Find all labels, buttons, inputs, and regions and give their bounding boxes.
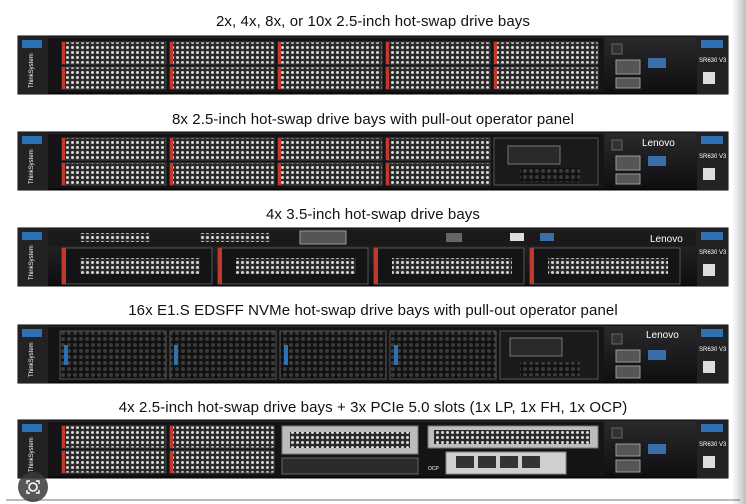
server-row2: ThinkSystem Lenovo — [17, 131, 729, 191]
lenovo-logo-row3: Lenovo — [650, 234, 683, 245]
brand-ear-row2: ThinkSystem — [29, 149, 35, 184]
brand-ear-row3: ThinkSystem — [29, 245, 35, 280]
server-row1: ThinkSystem — [17, 35, 729, 95]
model-label-row5: SR630 V3 — [699, 442, 727, 448]
drive-bays-row5 — [61, 425, 275, 474]
brand-ear-row4: ThinkSystem — [29, 342, 35, 377]
caption-row1: 2x, 4x, 8x, or 10x 2.5-inch hot-swap dri… — [215, 13, 531, 30]
drive-bays-row2 — [61, 137, 491, 186]
lens-search-icon[interactable] — [18, 472, 48, 502]
drive-bays-row3 — [61, 247, 681, 285]
caption-row5: 4x 2.5-inch hot-swap drive bays + 3x PCI… — [118, 399, 628, 416]
lenovo-logo-row2: Lenovo — [642, 138, 675, 149]
drive-bays-row1 — [61, 41, 599, 90]
operator-panel-row2 — [493, 137, 599, 186]
lenovo-logo-row4: Lenovo — [646, 330, 679, 341]
model-label-row2: SR630 V3 — [699, 154, 727, 160]
pcie-slots-row5 — [281, 425, 599, 475]
model-label-row4: SR630 V3 — [699, 347, 727, 353]
model-label-row1: SR630 V3 — [699, 58, 727, 64]
caption-row2: 8x 2.5-inch hot-swap drive bays with pul… — [171, 111, 575, 128]
server-row3: ThinkSystem Lenovo — [17, 227, 729, 287]
operator-panel-row4 — [499, 330, 599, 380]
nvme-bays-row4 — [59, 330, 497, 380]
caption-row4: 16x E1.S EDSFF NVMe hot-swap drive bays … — [128, 302, 618, 319]
ocp-label-row5: OCP — [428, 466, 440, 472]
caption-row3: 4x 3.5-inch hot-swap drive bays — [265, 206, 481, 223]
page-edge-shadow — [732, 0, 746, 504]
server-row4: ThinkSystem Lenovo — [17, 324, 729, 384]
model-label-row3: SR630 V3 — [699, 250, 727, 256]
io-panel-row2 — [611, 139, 666, 185]
brand-ear-row5: ThinkSystem — [29, 437, 35, 472]
brand-ear-row1: ThinkSystem — [29, 53, 35, 88]
io-panel-row5 — [611, 427, 666, 473]
io-panel-row1 — [611, 43, 666, 89]
io-panel-row4 — [611, 333, 666, 379]
server-row5: ThinkSystem OCP — [17, 419, 729, 479]
